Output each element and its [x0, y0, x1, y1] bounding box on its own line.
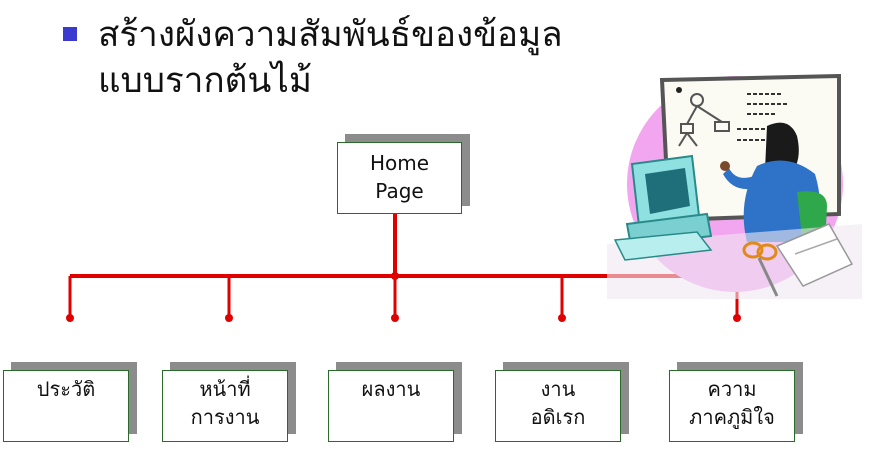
node-label-line-1: หน้าที่ — [199, 377, 251, 401]
home-page-node: Home Page — [337, 142, 462, 214]
branch-dot-0 — [66, 314, 74, 322]
child-node-pride: ความ ภาคภูมิใจ — [669, 370, 795, 442]
slide-title-line-1: สร้างผังความสัมพันธ์ของข้อมูล — [98, 15, 563, 55]
branch-dot-2 — [391, 314, 399, 322]
node-label-line-2: การงาน — [190, 405, 260, 429]
node-label-line-2: Page — [375, 179, 424, 203]
branch-dot-3 — [558, 314, 566, 322]
slide-title: สร้างผังความสัมพันธ์ของข้อมูล แบบรากต้นไ… — [98, 12, 563, 104]
node-label-line-1: ความ — [707, 377, 757, 401]
node-label-line-1: ผลงาน — [361, 377, 421, 401]
slide-title-line-2: แบบรากต้นไม้ — [98, 61, 312, 101]
node-label-line-2: อดิเรก — [530, 405, 586, 429]
child-node-duties: หน้าที่ การงาน — [162, 370, 288, 442]
node-label-line-1: ประวัติ — [36, 377, 96, 401]
child-node-hobbies: งาน อดิเรก — [495, 370, 621, 442]
node-label-line-2: ภาคภูมิใจ — [689, 405, 775, 429]
child-node-history: ประวัติ — [3, 370, 129, 442]
branch-dot-4 — [733, 314, 741, 322]
square-bullet-icon — [63, 27, 77, 41]
presenter-at-whiteboard-clipart — [607, 74, 862, 299]
bus-dot — [391, 272, 399, 280]
node-label-line-1: งาน — [540, 377, 576, 401]
node-label-line-1: Home — [369, 151, 430, 175]
branch-dot-1 — [225, 314, 233, 322]
child-node-works: ผลงาน — [328, 370, 454, 442]
